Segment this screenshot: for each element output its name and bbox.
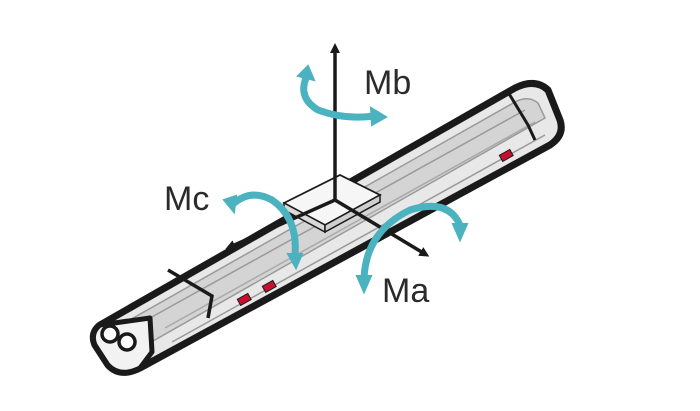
mc-arrow <box>228 191 299 259</box>
end-hole-right <box>117 332 137 352</box>
label-mb: Mb <box>364 64 411 102</box>
ma-arrow-head-right <box>451 223 469 243</box>
port-3 <box>498 148 514 163</box>
label-ma: Ma <box>382 272 429 310</box>
label-mc: Mc <box>164 180 209 218</box>
mb-arrow <box>300 74 378 121</box>
port-2 <box>261 279 277 294</box>
mb-arrow-head-top <box>296 64 316 82</box>
mc-arrow-head-top <box>222 194 238 215</box>
carriage-front <box>324 193 381 234</box>
rail-end-seam-left <box>167 268 214 319</box>
axis-right <box>334 198 430 257</box>
moment-labels: Mb Mc Ma <box>164 64 429 310</box>
axis-left <box>225 198 336 250</box>
ma-arrow <box>360 202 464 284</box>
mc-arrow-head-bottom <box>286 253 304 271</box>
end-hole-left <box>100 324 120 344</box>
mb-arrow-head-right <box>369 106 388 127</box>
rail-groove-2 <box>164 121 536 329</box>
moment-arrows <box>222 64 469 295</box>
axes <box>225 43 430 257</box>
rail-groove-3 <box>171 134 546 343</box>
ma-arrow-head-bottom <box>355 275 373 295</box>
rail-end-seam-right <box>506 91 537 141</box>
port-1 <box>236 292 252 307</box>
